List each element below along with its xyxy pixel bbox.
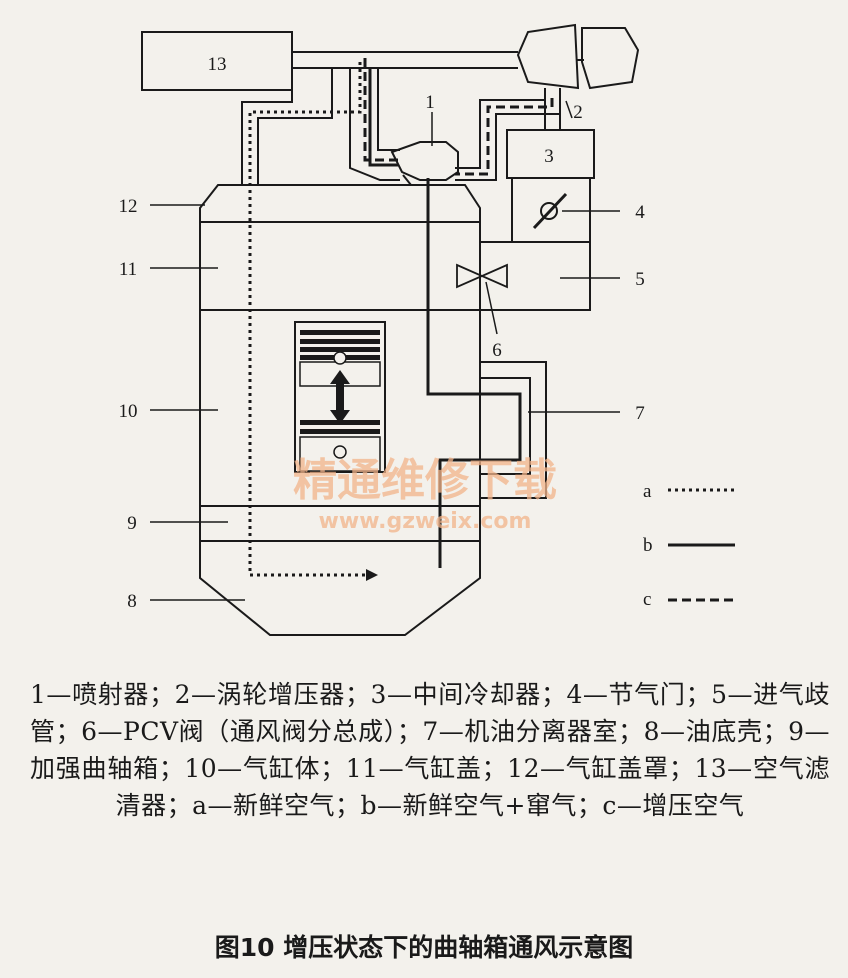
label-3: 3 xyxy=(544,146,554,167)
watermark-url: www.gzweix.com xyxy=(319,509,532,534)
legend-label-a: a xyxy=(643,481,652,502)
label-5: 5 xyxy=(635,269,645,290)
vent-pipe-inner xyxy=(377,68,400,151)
piston-stroke-arrow xyxy=(330,370,350,424)
label-10: 10 xyxy=(119,401,138,422)
figure-legend-text: 1—喷射器；2—涡轮增压器；3—中间冷却器；4—节气门；5—进气歧管；6—PCV… xyxy=(30,680,830,820)
crankcase-ventilation-diagram: 13 1 2 3 4 5 6 7 8 9 10 11 12 a b c 精通维修… xyxy=(119,23,735,636)
label-6: 6 xyxy=(492,340,502,361)
engine-block-outline xyxy=(199,184,481,636)
fresh-air-flow-arrow xyxy=(366,569,378,581)
injector-outlet xyxy=(402,174,412,186)
leader-lines xyxy=(150,100,620,601)
cylinder-bore xyxy=(294,321,386,473)
label-9: 9 xyxy=(127,513,137,534)
blowby-flow-line xyxy=(368,68,522,568)
label-1: 1 xyxy=(425,92,435,113)
air-filter-box xyxy=(141,31,293,91)
label-8: 8 xyxy=(127,591,137,612)
turbocharger-compressor xyxy=(516,23,580,90)
intake-manifold-outline xyxy=(480,241,591,311)
label-11: 11 xyxy=(119,259,137,280)
boost-air-flow-line xyxy=(363,58,554,176)
figure-title: 图10 增压状态下的曲轴箱通风示意图 xyxy=(214,933,634,962)
legend-label-b: b xyxy=(643,535,653,556)
label-12: 12 xyxy=(119,196,138,217)
label-2: 2 xyxy=(573,102,583,123)
turbo-to-intercooler-pipe-1 xyxy=(455,88,546,169)
pcv-valve-symbol xyxy=(456,263,508,289)
label-13: 13 xyxy=(208,54,227,75)
watermark-text: 精通维修下载 xyxy=(293,455,557,506)
label-4: 4 xyxy=(635,202,645,223)
oil-separator-inner xyxy=(480,377,531,475)
injector-body xyxy=(390,141,459,181)
turbocharger-turbine xyxy=(581,27,640,90)
turbo-to-intercooler-pipe-2 xyxy=(455,88,561,181)
oil-separator-outer xyxy=(480,361,547,499)
legend: a b c xyxy=(643,481,735,610)
filter-to-head-pipe-inner xyxy=(257,68,333,186)
filter-to-head-pipe-outer xyxy=(241,84,293,186)
label-7: 7 xyxy=(635,403,645,424)
legend-label-c: c xyxy=(643,589,651,610)
vent-pipe-outer xyxy=(349,68,400,181)
throttle-valve-symbol xyxy=(532,192,568,230)
